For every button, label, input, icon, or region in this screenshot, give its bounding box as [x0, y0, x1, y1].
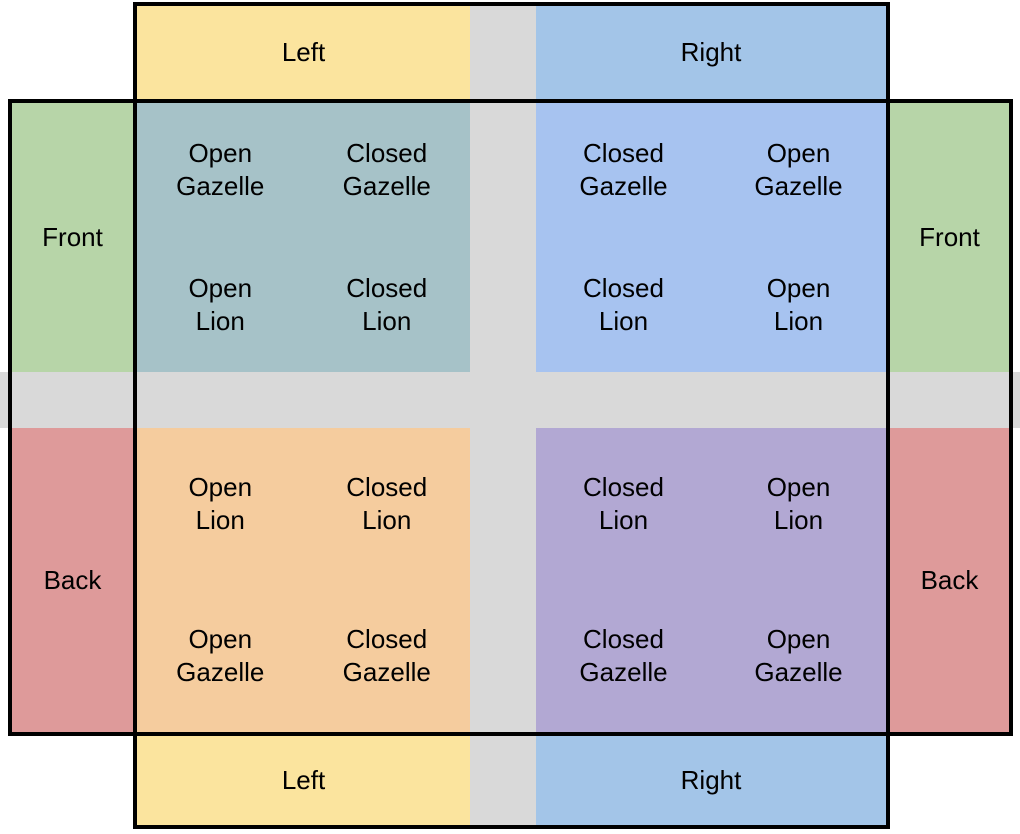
cell-label: Closed Gazelle — [342, 624, 431, 687]
cell-label: Closed Gazelle — [342, 138, 431, 202]
cell-label: Open Gazelle — [754, 138, 843, 202]
cell-back-left-4: Closed Gazelle — [304, 580, 471, 732]
central-board: Open Gazelle Closed Gazelle Open Lion Cl… — [133, 99, 890, 736]
cell-front-left-1: Open Gazelle — [137, 103, 304, 238]
cell-back-right-4: Open Gazelle — [711, 580, 886, 732]
cell-front-left-3: Open Lion — [137, 238, 304, 373]
cell-label: Open Gazelle — [176, 138, 265, 202]
side-back-right-label: Back — [920, 564, 979, 595]
cell-label: Open Lion — [188, 472, 253, 535]
cell-label: Closed Lion — [346, 272, 428, 336]
top-header-left-label: Left — [281, 37, 326, 67]
cell-back-right-3: Closed Gazelle — [536, 580, 711, 732]
cell-front-right-2: Open Gazelle — [711, 103, 886, 238]
side-front-left-box: Front — [12, 103, 133, 372]
cell-back-right-1: Closed Lion — [536, 428, 711, 580]
quadrant-front-left: Open Gazelle Closed Gazelle Open Lion Cl… — [137, 103, 470, 372]
cell-front-right-4: Open Lion — [711, 238, 886, 373]
side-back-right-box: Back — [890, 428, 1009, 732]
bottom-header-right-label: Right — [680, 765, 742, 795]
cell-front-left-2: Closed Gazelle — [304, 103, 471, 238]
cell-label: Open Lion — [766, 272, 831, 336]
quadrant-back-left: Open Lion Closed Lion Open Gazelle Close… — [137, 428, 470, 732]
cell-label: Closed Lion — [346, 472, 428, 535]
cell-label: Open Gazelle — [176, 624, 265, 687]
bottom-header-bar: Left Right — [133, 732, 890, 829]
bottom-header-left-label: Left — [281, 765, 326, 795]
bottom-header-right-box: Right — [536, 736, 886, 825]
bottom-header-left-box: Left — [137, 736, 470, 825]
cell-back-left-3: Open Gazelle — [137, 580, 304, 732]
side-front-left-label: Front — [42, 222, 103, 252]
cell-label: Closed Gazelle — [579, 624, 668, 687]
quadrant-front-right: Closed Gazelle Open Gazelle Closed Lion … — [536, 103, 886, 372]
side-front-right-label: Front — [919, 222, 980, 252]
cell-label: Open Lion — [766, 472, 831, 535]
top-header-right-box: Right — [536, 6, 886, 99]
cell-front-right-1: Closed Gazelle — [536, 103, 711, 238]
top-header-bar: Left Right — [133, 2, 890, 103]
top-header-right-label: Right — [680, 37, 742, 67]
cell-label: Open Lion — [188, 272, 253, 336]
cell-label: Open Gazelle — [754, 624, 843, 687]
side-back-left-box: Back — [12, 428, 133, 732]
cell-front-right-3: Closed Lion — [536, 238, 711, 373]
top-header-left-box: Left — [137, 6, 470, 99]
side-front-right-box: Front — [890, 103, 1009, 372]
cell-back-right-2: Open Lion — [711, 428, 886, 580]
cell-label: Closed Lion — [583, 472, 664, 535]
cell-back-left-1: Open Lion — [137, 428, 304, 580]
cell-back-left-2: Closed Lion — [304, 428, 471, 580]
cell-front-left-4: Closed Lion — [304, 238, 471, 373]
gray-band-horizontal — [0, 372, 1020, 428]
cell-label: Closed Lion — [583, 272, 664, 336]
quadrant-back-right: Closed Lion Open Lion Closed Gazelle Ope… — [536, 428, 886, 732]
side-back-left-label: Back — [43, 564, 102, 595]
cell-label: Closed Gazelle — [579, 138, 668, 202]
